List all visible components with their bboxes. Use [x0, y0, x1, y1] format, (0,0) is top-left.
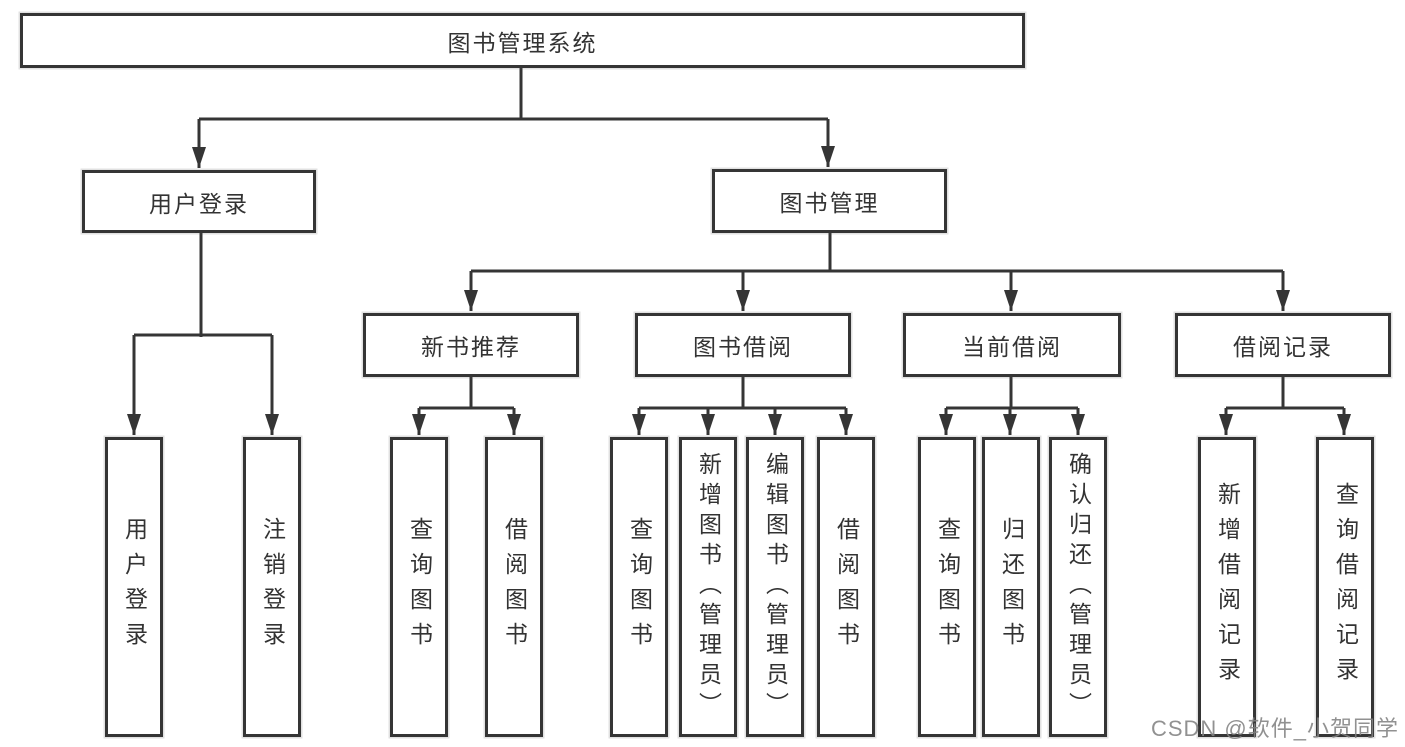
- leaf-query-books-current: 查询图书: [918, 437, 976, 737]
- leaf-query-books-borrow-label: 查询图书: [626, 517, 653, 657]
- leaf-user-login-label: 用户登录: [121, 517, 148, 657]
- node-borrow-records: 借阅记录: [1175, 313, 1391, 377]
- leaf-return-books-label: 归还图书: [998, 517, 1025, 657]
- leaf-edit-books-admin-label: 编辑图书（管理员）: [762, 452, 789, 722]
- leaf-query-books-borrow: 查询图书: [610, 437, 668, 737]
- leaf-return-books: 归还图书: [982, 437, 1040, 737]
- leaf-borrow-books-recommend-label: 借阅图书: [501, 517, 528, 657]
- leaf-confirm-return-admin: 确认归还（管理员）: [1049, 437, 1107, 737]
- leaf-add-borrow-record-label: 新增借阅记录: [1214, 482, 1241, 692]
- leaf-logout: 注销登录: [243, 437, 301, 737]
- node-book-borrow-label: 图书借阅: [693, 334, 793, 360]
- node-root: 图书管理系统: [20, 13, 1025, 68]
- leaf-confirm-return-admin-label: 确认归还（管理员）: [1065, 452, 1092, 722]
- leaf-query-borrow-record: 查询借阅记录: [1316, 437, 1374, 737]
- leaf-user-login: 用户登录: [105, 437, 163, 737]
- leaf-borrow-books: 借阅图书: [817, 437, 875, 737]
- leaf-add-borrow-record: 新增借阅记录: [1198, 437, 1256, 737]
- node-user-login: 用户登录: [82, 170, 316, 233]
- leaf-query-books-recommend: 查询图书: [390, 437, 448, 737]
- leaf-query-books-recommend-label: 查询图书: [406, 517, 433, 657]
- leaf-query-books-current-label: 查询图书: [934, 517, 961, 657]
- node-book-borrow: 图书借阅: [635, 313, 851, 377]
- watermark: CSDN @软件_小贺同学: [1150, 716, 1399, 741]
- node-root-label: 图书管理系统: [447, 29, 598, 56]
- node-book-management-label: 图书管理: [779, 190, 880, 216]
- node-new-book-recommend-label: 新书推荐: [421, 334, 521, 360]
- node-new-book-recommend: 新书推荐: [363, 313, 579, 377]
- leaf-borrow-books-recommend: 借阅图书: [485, 437, 543, 737]
- node-current-borrow: 当前借阅: [903, 313, 1121, 377]
- leaf-borrow-books-label: 借阅图书: [833, 517, 860, 657]
- leaf-query-borrow-record-label: 查询借阅记录: [1332, 482, 1359, 692]
- leaf-add-books-admin: 新增图书（管理员）: [679, 437, 737, 737]
- leaf-logout-label: 注销登录: [259, 517, 286, 657]
- node-book-management: 图书管理: [712, 169, 947, 233]
- leaf-edit-books-admin: 编辑图书（管理员）: [746, 437, 804, 737]
- node-borrow-records-label: 借阅记录: [1233, 334, 1333, 360]
- leaf-add-books-admin-label: 新增图书（管理员）: [695, 452, 722, 722]
- node-current-borrow-label: 当前借阅: [962, 334, 1062, 360]
- node-user-login-label: 用户登录: [149, 190, 249, 217]
